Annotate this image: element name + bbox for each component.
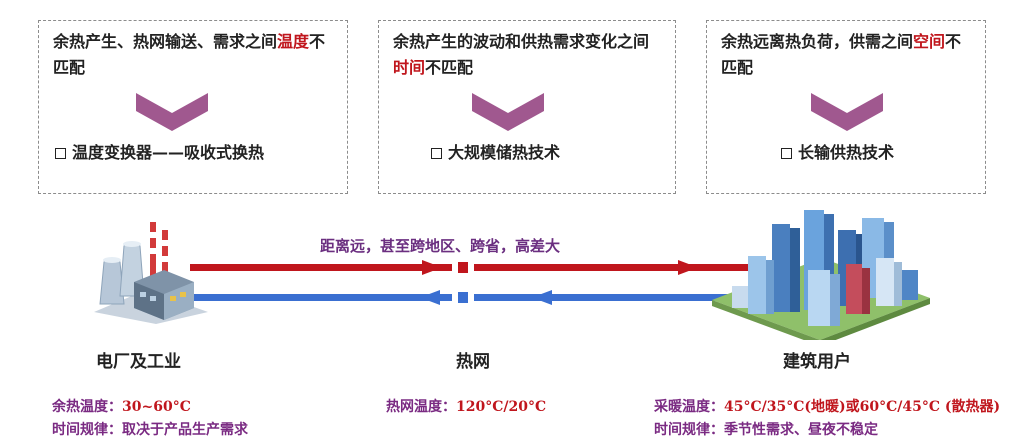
power-plant-illustration [84, 212, 208, 324]
problem-text: 余热产生、热网输送、需求之间温度不匹配 [53, 29, 337, 81]
supply-pipe [190, 260, 750, 275]
pipe-lines [190, 258, 750, 308]
problem-box-space: 余热远离热负荷，供需之间空间不匹配 长输供热技术 [706, 20, 986, 194]
building-label: 建筑用户 [783, 347, 851, 372]
plant-label: 电厂及工业 [96, 347, 181, 372]
problem-box-time: 余热产生的波动和供热需求变化之间时间不匹配 大规模储热技术 [378, 20, 676, 194]
plant-temperature-info: 余热温度：30~60°C [52, 396, 191, 416]
plant-time-info: 时间规律：取决于产品生产需求 [52, 419, 248, 439]
network-temperature-info: 热网温度：120°C/20°C [386, 396, 546, 416]
solution-item: 温度变换器——吸收式换热 [55, 139, 264, 163]
problem-text: 余热远离热负荷，供需之间空间不匹配 [721, 29, 971, 81]
checkbox-icon [781, 148, 792, 159]
chevron-down-icon [472, 93, 544, 131]
checkbox-icon [55, 148, 66, 159]
checkbox-icon [431, 148, 442, 159]
problem-text: 余热产生的波动和供热需求变化之间时间不匹配 [393, 29, 665, 81]
chevron-down-icon [811, 93, 883, 131]
city-buildings-illustration [712, 200, 930, 340]
route-description: 距离远，甚至跨地区、跨省，高差大 [320, 235, 560, 256]
solution-item: 大规模储热技术 [431, 139, 560, 163]
return-pipe [190, 290, 750, 305]
chevron-down-icon [136, 93, 208, 131]
network-label: 热网 [456, 347, 490, 372]
building-temperature-info: 采暖温度：45°C/35°C(地暖)或60°C/45°C (散热器) [654, 396, 1000, 416]
building-time-info: 时间规律：季节性需求、昼夜不稳定 [654, 419, 878, 439]
solution-item: 长输供热技术 [781, 139, 894, 163]
problem-box-temperature: 余热产生、热网输送、需求之间温度不匹配 温度变换器——吸收式换热 [38, 20, 348, 194]
